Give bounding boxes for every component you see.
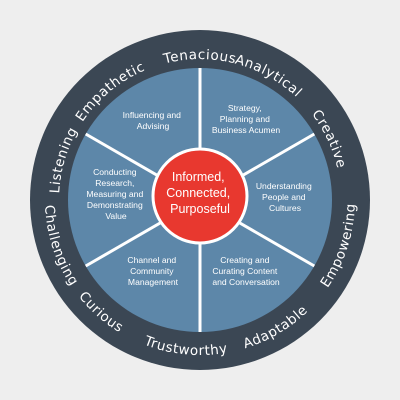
segment-conducting-research: Conducting Research, Measuring and Demon…	[86, 167, 145, 221]
segment-understanding-people: Understanding People and Cultures	[256, 181, 314, 213]
segment-labels: Influencing and Advising Strategy, Plann…	[86, 103, 314, 287]
ring-word-tenacious: Tenacious	[161, 47, 238, 68]
segment-channel-community: Channel and Community Management	[127, 255, 178, 287]
center-label: Informed, Connected, Purposeful	[166, 170, 233, 216]
segment-creating-content: Creating and Curating Content and Conver…	[212, 255, 280, 287]
segment-influencing-advising: Influencing and Advising	[123, 110, 184, 131]
center-circle	[151, 147, 249, 245]
segment-strategy-planning: Strategy, Planning and Business Acumen	[212, 103, 281, 135]
